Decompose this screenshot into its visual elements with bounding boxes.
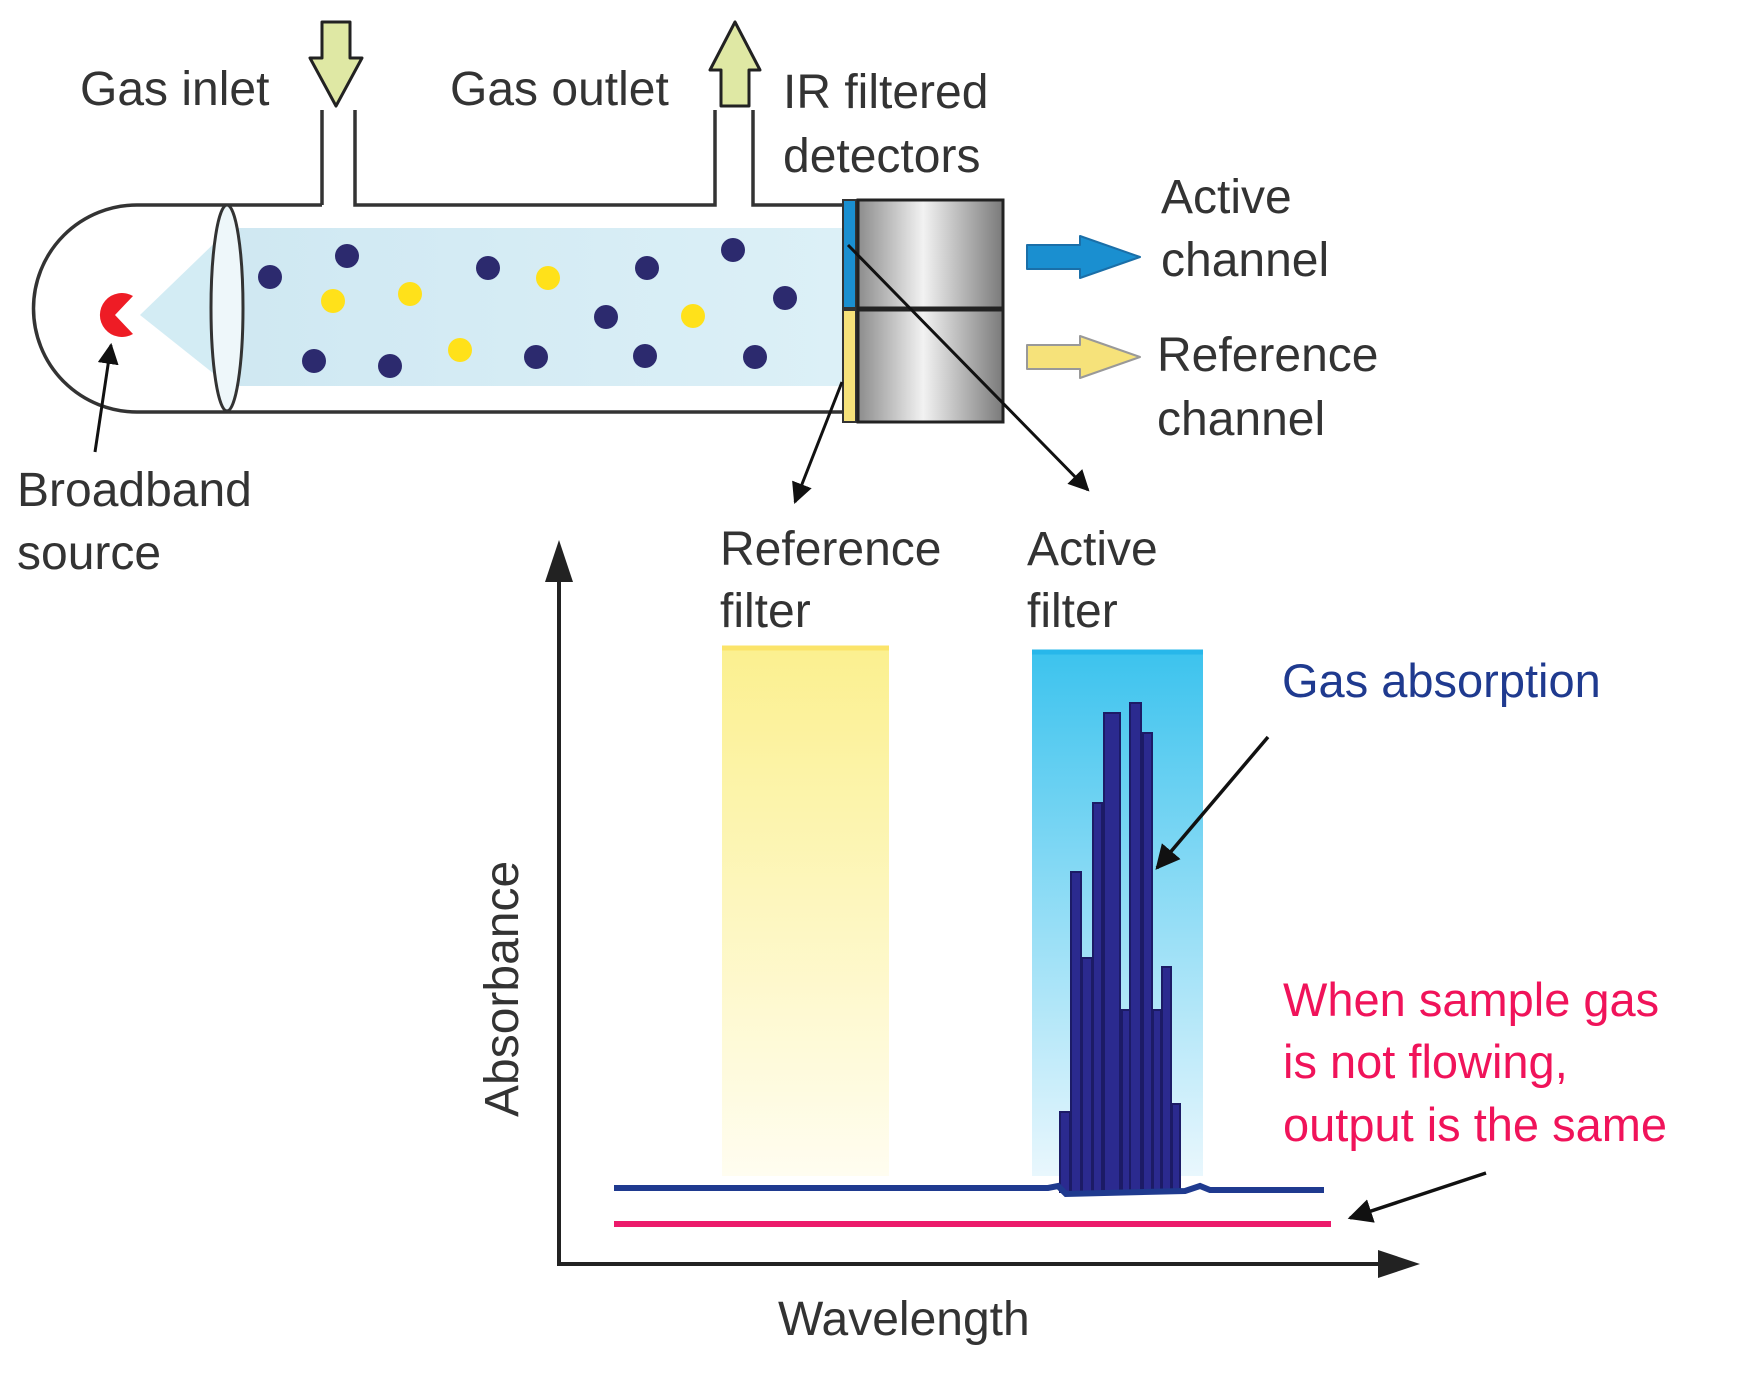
x-axis-label: Wavelength — [778, 1293, 1030, 1346]
no-flow-note-line1: When sample gas — [1283, 973, 1659, 1026]
absorption-peak — [1103, 712, 1121, 1193]
reference-filter-label-line2: filter — [720, 585, 811, 638]
other-molecule — [398, 282, 422, 306]
gas-absorption-peaks — [1059, 702, 1181, 1193]
gas-absorption-line — [614, 1182, 1324, 1198]
ir-filtered-detectors-label-line1: IR filtered — [783, 66, 988, 119]
active-detector — [856, 198, 1005, 310]
gas-molecule — [476, 256, 500, 280]
no-flow-note-line3: output is the same — [1283, 1098, 1667, 1151]
y-axis-arrowhead — [545, 540, 573, 582]
reference-channel-label-line1: Reference — [1157, 329, 1378, 382]
active-filter-strip — [842, 199, 857, 309]
gas-absorption-pointer — [1155, 735, 1270, 870]
gas-molecule — [524, 345, 548, 369]
absorption-peak — [1161, 966, 1172, 1193]
broadband-source-label-line2: source — [17, 527, 161, 580]
gas-inlet-label: Gas inlet — [80, 63, 269, 116]
down-arrow-icon — [308, 20, 364, 108]
other-molecule — [536, 266, 560, 290]
absorption-peak — [1070, 871, 1082, 1193]
gas-molecule — [773, 286, 797, 310]
no-flow-note-pointer — [1347, 1171, 1487, 1223]
absorption-peak — [1059, 1111, 1071, 1193]
reference-detector — [856, 308, 1005, 424]
reference-filter-strip — [842, 309, 857, 423]
x-axis-arrowhead — [1378, 1250, 1420, 1278]
reference-filter-label-line1: Reference — [720, 523, 941, 576]
gas-molecules — [258, 238, 797, 378]
no-flow-note-line2: is not flowing, — [1283, 1035, 1568, 1088]
broadband-source-icon — [99, 293, 133, 337]
gas-molecule — [633, 344, 657, 368]
light-cone — [140, 230, 228, 385]
sensor-tube — [31, 110, 1005, 424]
absorption-peak — [1081, 957, 1093, 1193]
absorption-peak — [1129, 702, 1142, 1193]
other-molecules — [321, 266, 705, 362]
ir-detectors — [856, 198, 1005, 424]
lens — [209, 203, 245, 413]
active-channel-label-line1: Active — [1161, 171, 1292, 224]
active-filter-pointer — [846, 243, 1090, 492]
right-arrow-icon — [1026, 335, 1141, 379]
other-molecule — [448, 338, 472, 362]
active-channel-label-line2: channel — [1161, 234, 1329, 287]
absorption-peak — [1152, 1009, 1162, 1193]
ir-filtered-detectors-label-line2: detectors — [783, 130, 980, 183]
tube-outline — [31, 203, 848, 414]
gas-outlet-label: Gas outlet — [450, 63, 669, 116]
source-pointer — [93, 342, 119, 453]
active-filter-label-line2: filter — [1027, 585, 1118, 638]
spectrum-plot — [545, 540, 1487, 1278]
absorption-peak — [1171, 1103, 1181, 1193]
y-axis-label: Absorbance — [476, 861, 529, 1117]
reference-filter-pointer — [792, 381, 844, 504]
reference-channel-label-line2: channel — [1157, 393, 1325, 446]
up-arrow-icon — [708, 20, 762, 108]
gas-molecule — [378, 354, 402, 378]
gas-absorption-label: Gas absorption — [1282, 654, 1601, 707]
active-filter-label-line1: Active — [1027, 523, 1158, 576]
tube-top-wall — [320, 110, 848, 207]
gas-molecule — [594, 305, 618, 329]
gas-molecule — [258, 265, 282, 289]
right-arrow-icon — [1026, 235, 1141, 279]
other-molecule — [321, 289, 345, 313]
gas-molecule — [302, 349, 326, 373]
gas-molecule — [721, 238, 745, 262]
reference-filter-band — [722, 646, 889, 1176]
gas-molecule — [335, 244, 359, 268]
absorption-peak — [1121, 1009, 1131, 1193]
absorption-peak — [1142, 732, 1153, 1193]
broadband-source-label-line1: Broadband — [17, 464, 252, 517]
absorption-peak — [1092, 802, 1103, 1193]
gas-molecule — [635, 256, 659, 280]
gas-molecule — [743, 345, 767, 369]
other-molecule — [681, 304, 705, 328]
